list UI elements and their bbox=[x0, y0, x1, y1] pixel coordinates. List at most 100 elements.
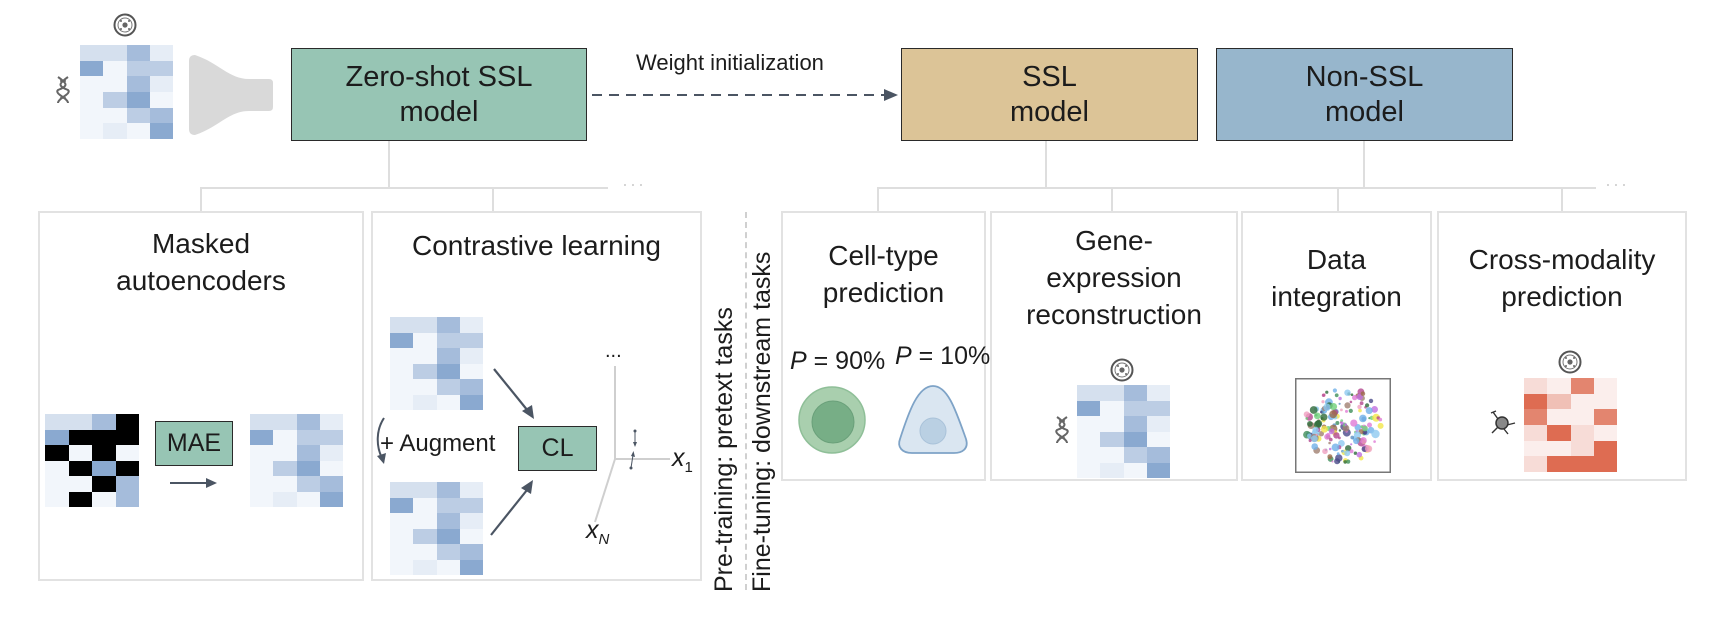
matrix-cell bbox=[459, 394, 483, 410]
matrix-cell bbox=[1123, 416, 1147, 432]
gene-expression-matrix bbox=[1077, 385, 1170, 478]
umap-point bbox=[1323, 403, 1331, 411]
matrix-cell bbox=[126, 92, 150, 108]
axis-xn-sub: N bbox=[598, 531, 610, 548]
matrix-cell bbox=[459, 348, 483, 364]
umap-point bbox=[1371, 406, 1378, 413]
matrix-cell bbox=[1146, 400, 1170, 416]
umap-point bbox=[1315, 433, 1318, 436]
matrix-cell bbox=[45, 445, 69, 461]
matrix-cell bbox=[390, 544, 414, 560]
matrix-cell bbox=[1077, 431, 1101, 447]
connector-line bbox=[1045, 141, 1047, 189]
matrix-cell bbox=[390, 497, 414, 513]
matrix-cell bbox=[390, 394, 414, 410]
umap-embedding-plot bbox=[1295, 378, 1391, 473]
matrix-cell bbox=[68, 445, 92, 461]
matrix-cell bbox=[250, 414, 274, 430]
matrix-cell bbox=[436, 317, 460, 333]
more-tasks-ellipsis: ··· bbox=[622, 174, 646, 194]
matrix-cell bbox=[296, 460, 320, 476]
umap-point bbox=[1336, 452, 1340, 456]
matrix-cell bbox=[459, 544, 483, 560]
dashed-divider bbox=[745, 212, 747, 590]
connector-line bbox=[492, 187, 494, 213]
matrix-cell bbox=[459, 363, 483, 379]
title-line: reconstruction bbox=[1026, 299, 1202, 330]
matrix-cell bbox=[68, 460, 92, 476]
matrix-cell bbox=[436, 559, 460, 575]
matrix-cell bbox=[1547, 440, 1571, 457]
matrix-cell bbox=[1593, 378, 1617, 394]
umap-point bbox=[1367, 422, 1372, 428]
matrix-cell bbox=[459, 497, 483, 513]
matrix-cell bbox=[115, 491, 139, 507]
panel-title: Masked autoencoders bbox=[40, 225, 362, 299]
cl-view-matrix-bottom bbox=[390, 482, 483, 575]
title-line: prediction bbox=[1501, 281, 1623, 312]
umap-point bbox=[1328, 447, 1332, 451]
matrix-cell bbox=[319, 445, 343, 461]
matrix-cell bbox=[296, 445, 320, 461]
matrix-cell bbox=[436, 332, 460, 348]
weight-initialization-arrow bbox=[592, 89, 898, 101]
umap-point bbox=[1309, 406, 1318, 414]
matrix-cell bbox=[115, 460, 139, 476]
connector-line bbox=[877, 187, 879, 213]
matrix-cell bbox=[319, 414, 343, 430]
umap-point bbox=[1308, 439, 1312, 443]
matrix-cell bbox=[436, 363, 460, 379]
panel-masked-autoencoders: Masked autoencoders bbox=[38, 211, 364, 581]
umap-point bbox=[1318, 431, 1324, 437]
umap-point bbox=[1333, 432, 1340, 439]
matrix-cell bbox=[1593, 425, 1617, 441]
matrix-cell bbox=[250, 491, 274, 507]
matrix-cell bbox=[1077, 447, 1101, 463]
matrix-cell bbox=[1524, 425, 1548, 441]
umap-point bbox=[1350, 419, 1358, 427]
umap-point bbox=[1344, 423, 1347, 426]
matrix-cell bbox=[250, 460, 274, 476]
connector-line bbox=[877, 187, 1596, 189]
cell-icon bbox=[1110, 358, 1134, 382]
umap-point bbox=[1353, 431, 1361, 439]
umap-point bbox=[1368, 398, 1374, 404]
prob-var: P bbox=[790, 347, 807, 375]
encoder-funnel-icon bbox=[189, 55, 273, 135]
matrix-cell bbox=[149, 123, 173, 139]
more-tasks-ellipsis: ··· bbox=[1605, 174, 1629, 194]
matrix-cell bbox=[459, 379, 483, 395]
matrix-cell bbox=[296, 414, 320, 430]
matrix-cell bbox=[413, 379, 437, 395]
matrix-cell bbox=[413, 528, 437, 544]
matrix-cell bbox=[1146, 447, 1170, 463]
axis-x1-sub: 1 bbox=[684, 459, 693, 476]
umap-point bbox=[1377, 422, 1384, 429]
dna-icon bbox=[1055, 416, 1069, 444]
umap-point bbox=[1338, 402, 1341, 405]
umap-point bbox=[1344, 450, 1351, 457]
matrix-cell bbox=[103, 60, 127, 77]
matrix-cell bbox=[1123, 462, 1147, 478]
title-line: Cross-modality bbox=[1468, 244, 1656, 275]
non-ssl-model-line2: model bbox=[1324, 95, 1404, 128]
matrix-cell bbox=[149, 45, 173, 61]
matrix-cell bbox=[80, 123, 104, 139]
matrix-cell bbox=[1547, 456, 1571, 472]
non-ssl-model-line1: Non-SSL bbox=[1305, 60, 1424, 93]
connector-line bbox=[1363, 141, 1365, 189]
umap-point bbox=[1350, 393, 1354, 396]
umap-point bbox=[1325, 390, 1329, 394]
title-line: Data bbox=[1306, 244, 1367, 275]
probability-a-label: P = 90% bbox=[790, 347, 885, 376]
matrix-cell bbox=[1524, 393, 1548, 410]
title-line: Masked bbox=[151, 228, 251, 259]
matrix-cell bbox=[413, 513, 437, 529]
umap-point bbox=[1349, 449, 1354, 454]
matrix-cell bbox=[68, 414, 92, 430]
umap-point bbox=[1359, 401, 1364, 406]
matrix-cell bbox=[273, 429, 297, 445]
masked-input-matrix bbox=[45, 414, 139, 507]
matrix-cell bbox=[319, 476, 343, 492]
title-line: Cell-type bbox=[828, 240, 939, 271]
